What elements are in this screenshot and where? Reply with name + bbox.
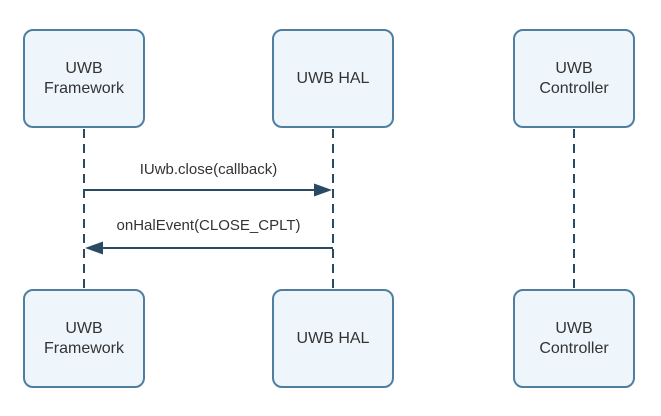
actor-label: UWB Framework — [43, 59, 124, 97]
actor-label: UWB HAL — [296, 329, 370, 347]
actor-box-uwb-framework-bottom: UWB Framework — [23, 289, 145, 388]
message-label-iuwb-close: IUwb.close(callback) — [139, 161, 278, 178]
actor-label: UWB HAL — [296, 69, 370, 87]
actor-box-uwb-framework-top: UWB Framework — [23, 29, 145, 128]
actor-label: UWB Controller — [539, 319, 609, 357]
actor-box-uwb-hal-bottom: UWB HAL — [272, 289, 394, 388]
actor-label: UWB Controller — [539, 59, 609, 97]
actor-box-uwb-hal-top: UWB HAL — [272, 29, 394, 128]
arrowhead-right-icon — [314, 183, 332, 197]
actor-label: UWB Framework — [43, 319, 124, 357]
message-label-onhalevent: onHalEvent(CLOSE_CPLT) — [116, 217, 301, 234]
message-arrow-iuwb-close — [84, 183, 332, 197]
actor-box-uwb-controller-bottom: UWB Controller — [513, 289, 635, 388]
message-arrow-onhalevent — [85, 241, 333, 255]
arrowhead-left-icon — [85, 241, 103, 255]
actor-box-uwb-controller-top: UWB Controller — [513, 29, 635, 128]
